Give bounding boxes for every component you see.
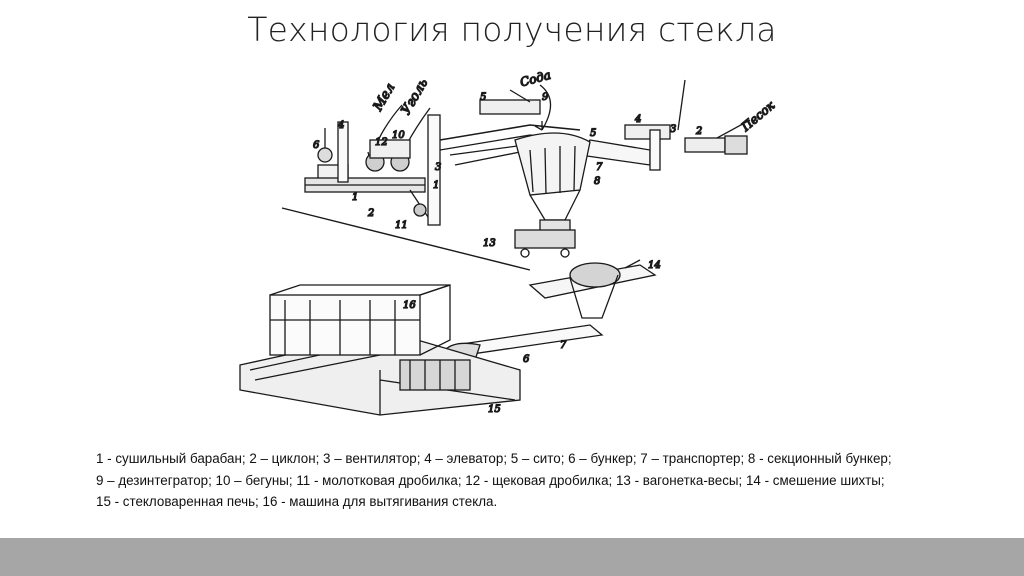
callout: 4	[634, 114, 641, 125]
caption-line: 15 - стекловаренная печь; 16 - машина дл…	[96, 494, 498, 509]
callout: 2	[695, 126, 702, 137]
sieve-right	[624, 124, 671, 140]
callout: 11	[395, 220, 408, 231]
callout: 7	[596, 162, 603, 173]
label-chalk: Мел	[370, 81, 398, 115]
label-coal: Уголь	[399, 76, 432, 117]
callout: 15	[488, 404, 501, 415]
callout: 3	[435, 162, 441, 173]
drawing-machine	[269, 284, 451, 356]
label-soda: Сода	[519, 70, 553, 89]
callout: 1	[433, 180, 439, 191]
callout: 12	[375, 137, 388, 148]
weighing-cart	[514, 229, 576, 258]
label-sand: Песок	[738, 98, 778, 135]
callout: 14	[648, 260, 661, 271]
callout: 6	[523, 354, 530, 365]
callout: 2	[367, 208, 374, 219]
sieve-left	[479, 99, 541, 115]
sand-dryer	[684, 137, 726, 153]
callout: 8	[594, 176, 600, 187]
callout: 13	[483, 238, 496, 249]
callout: 9	[542, 92, 549, 103]
soda-arrow	[539, 84, 552, 131]
diagram-drawing: Мел Уголь Сода Песок 6 4 12 10 3 5 9 7 8…	[239, 70, 779, 416]
divider-line	[281, 207, 531, 271]
callout: 16	[403, 300, 416, 311]
footer-bar	[0, 538, 1024, 576]
callout: 5	[590, 128, 596, 139]
callout: 3	[670, 124, 676, 135]
batch-mixer	[528, 259, 657, 319]
legend-caption: 1 - сушильный барабан; 2 – циклон; 3 – в…	[96, 448, 936, 513]
callout: 10	[392, 130, 405, 141]
callout: 6	[313, 140, 320, 151]
callout: 4	[337, 120, 344, 131]
exhaust-pipe	[677, 79, 686, 131]
callout: 5	[480, 92, 486, 103]
glass-production-diagram: Мел Уголь Сода Песок 6 4 12 10 3 5 9 7 8…	[230, 70, 790, 425]
caption-line: 1 - сушильный барабан; 2 – циклон; 3 – в…	[96, 451, 892, 466]
sectional-bunker	[514, 132, 591, 233]
caption-line: 9 – дезинтегратор; 10 – бегуны; 11 - мол…	[96, 472, 885, 488]
callout: 1	[352, 192, 358, 203]
slide-title: Технология получения стекла	[247, 10, 777, 49]
callout: 7	[560, 340, 567, 351]
drying-drum-group	[304, 114, 441, 226]
upper-conveyor	[439, 124, 581, 141]
